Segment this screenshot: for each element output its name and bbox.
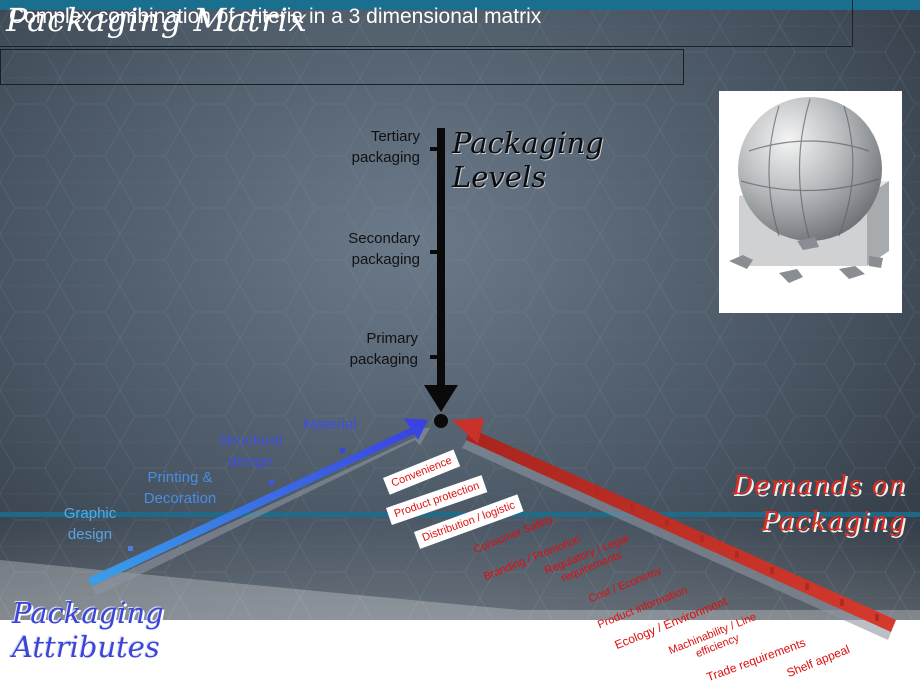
demands-heading-line2: Packaging	[761, 507, 906, 537]
attributes-arrow	[88, 418, 430, 596]
attributes-heading: Packaging Attributes	[12, 596, 164, 664]
title-bar	[0, 0, 853, 47]
level-tertiary-line2: packaging	[351, 149, 420, 166]
attribute-printing-line1: Printing &	[147, 469, 213, 486]
attribute-structural-line2: design	[227, 453, 273, 470]
origin-dot	[434, 414, 448, 428]
level-primary-line1: Primary	[366, 330, 418, 347]
demands-heading: Demands on Packaging	[700, 468, 906, 540]
page-title: Packaging Matrix	[6, 1, 308, 39]
demands-arrow	[452, 418, 896, 640]
subtitle-box	[0, 49, 684, 85]
level-tertiary: Tertiary packaging	[318, 126, 420, 168]
level-secondary-line1: Secondary	[348, 230, 420, 247]
attribute-material: Material	[295, 414, 365, 435]
attributes-heading-line1: Packaging	[12, 596, 164, 630]
level-secondary-line2: packaging	[351, 251, 420, 268]
level-tertiary-line1: Tertiary	[370, 128, 420, 145]
puzzle-globe-image	[719, 91, 902, 313]
attribute-structural-line1: Structural	[217, 432, 283, 449]
levels-arrow	[424, 128, 458, 412]
attribute-printing: Printing & Decoration	[130, 467, 230, 509]
attribute-graphic-line2: design	[67, 526, 113, 543]
level-secondary: Secondary packaging	[318, 228, 420, 270]
attribute-material-line1: Material	[303, 416, 357, 433]
attribute-graphic: Graphic design	[45, 503, 135, 545]
attribute-graphic-line1: Graphic	[63, 505, 117, 522]
puzzle-globe-icon	[729, 97, 889, 283]
levels-heading-line1: Packaging	[452, 126, 604, 160]
attribute-structural: Structural design	[205, 430, 295, 472]
level-primary-line2: packaging	[349, 351, 418, 368]
attribute-printing-line2: Decoration	[143, 490, 217, 507]
levels-heading-line2: Levels	[452, 160, 547, 194]
levels-heading: Packaging Levels	[452, 126, 604, 194]
subtitle: Complex combination of criteria in a 3 d…	[9, 5, 542, 28]
attributes-heading-line2: Attributes	[12, 630, 160, 664]
demands-heading-line1: Demands on	[732, 471, 906, 501]
level-primary: Primary packaging	[318, 328, 418, 370]
